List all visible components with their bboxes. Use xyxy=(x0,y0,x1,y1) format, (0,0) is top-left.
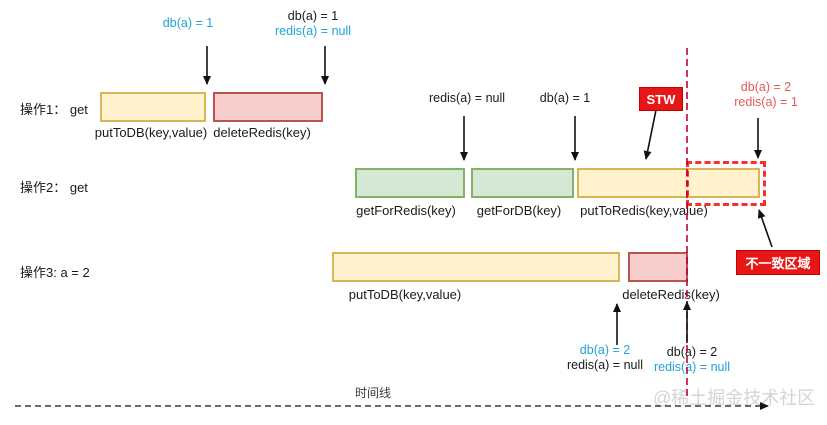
op1-final-state-annotation: db(a) = 1 redis(a) = null xyxy=(275,9,351,39)
op3-after-annotation: db(a) = 2 redis(a) = null xyxy=(567,343,643,373)
op3-final-annotation: db(a) = 2 redis(a) = null xyxy=(654,345,730,375)
stw-badge: STW xyxy=(639,87,683,111)
op2-getForDB-box xyxy=(471,168,574,198)
op1-deleteRedis-box xyxy=(213,92,323,122)
op1-after-db-annotation: db(a) = 1 xyxy=(162,16,214,30)
op3-after-redis: redis(a) = null xyxy=(566,358,644,372)
op2-db-read-annotation: db(a) = 1 xyxy=(539,91,591,105)
op2-row-label: 操作2： get xyxy=(20,180,88,195)
timeline-label: 时间线 xyxy=(354,386,392,400)
inconsistent-redis: redis(a) = 1 xyxy=(734,95,798,109)
op1-final-db: db(a) = 1 xyxy=(287,9,339,23)
op2-getForRedis-box xyxy=(355,168,465,198)
op3-after-db: db(a) = 2 xyxy=(579,343,631,357)
op2-getForDB-label: getForDB(key) xyxy=(476,203,562,218)
op3-final-redis: redis(a) = null xyxy=(653,360,731,374)
op2-redis-read-annotation: redis(a) = null xyxy=(428,91,506,105)
arrow-inconsistent-region xyxy=(757,209,773,248)
op1-row-label: 操作1： get xyxy=(20,102,88,117)
op1-putToDB-label: putToDB(key,value) xyxy=(94,125,208,140)
op3-row-label: 操作3: a = 2 xyxy=(20,265,90,280)
op3-putToDB-label: putToDB(key,value) xyxy=(348,287,462,302)
op3-putToDB-box xyxy=(332,252,620,282)
op3-deleteRedis-box xyxy=(628,252,688,282)
op3-deleteRedis-label: deleteRedis(key) xyxy=(622,287,720,302)
watermark: @稀土掘金技术社区 xyxy=(653,388,816,408)
op2-getForRedis-label: getForRedis(key) xyxy=(356,203,456,218)
op2-putToRedis-box xyxy=(577,168,760,198)
inconsistent-state-annotation: db(a) = 2 redis(a) = 1 xyxy=(734,80,798,110)
inconsistent-region-badge: 不一致区域 xyxy=(736,250,820,275)
arrow-stw xyxy=(643,109,657,160)
op1-putToDB-box xyxy=(100,92,206,122)
inconsistent-region-outline xyxy=(686,161,766,206)
inconsistent-db: db(a) = 2 xyxy=(740,80,792,94)
op1-deleteRedis-label: deleteRedis(key) xyxy=(213,125,311,140)
op2-putToRedis-label: putToRedis(key,value) xyxy=(580,203,708,218)
op1-final-redis: redis(a) = null xyxy=(274,24,352,38)
op3-final-db: db(a) = 2 xyxy=(666,345,718,359)
